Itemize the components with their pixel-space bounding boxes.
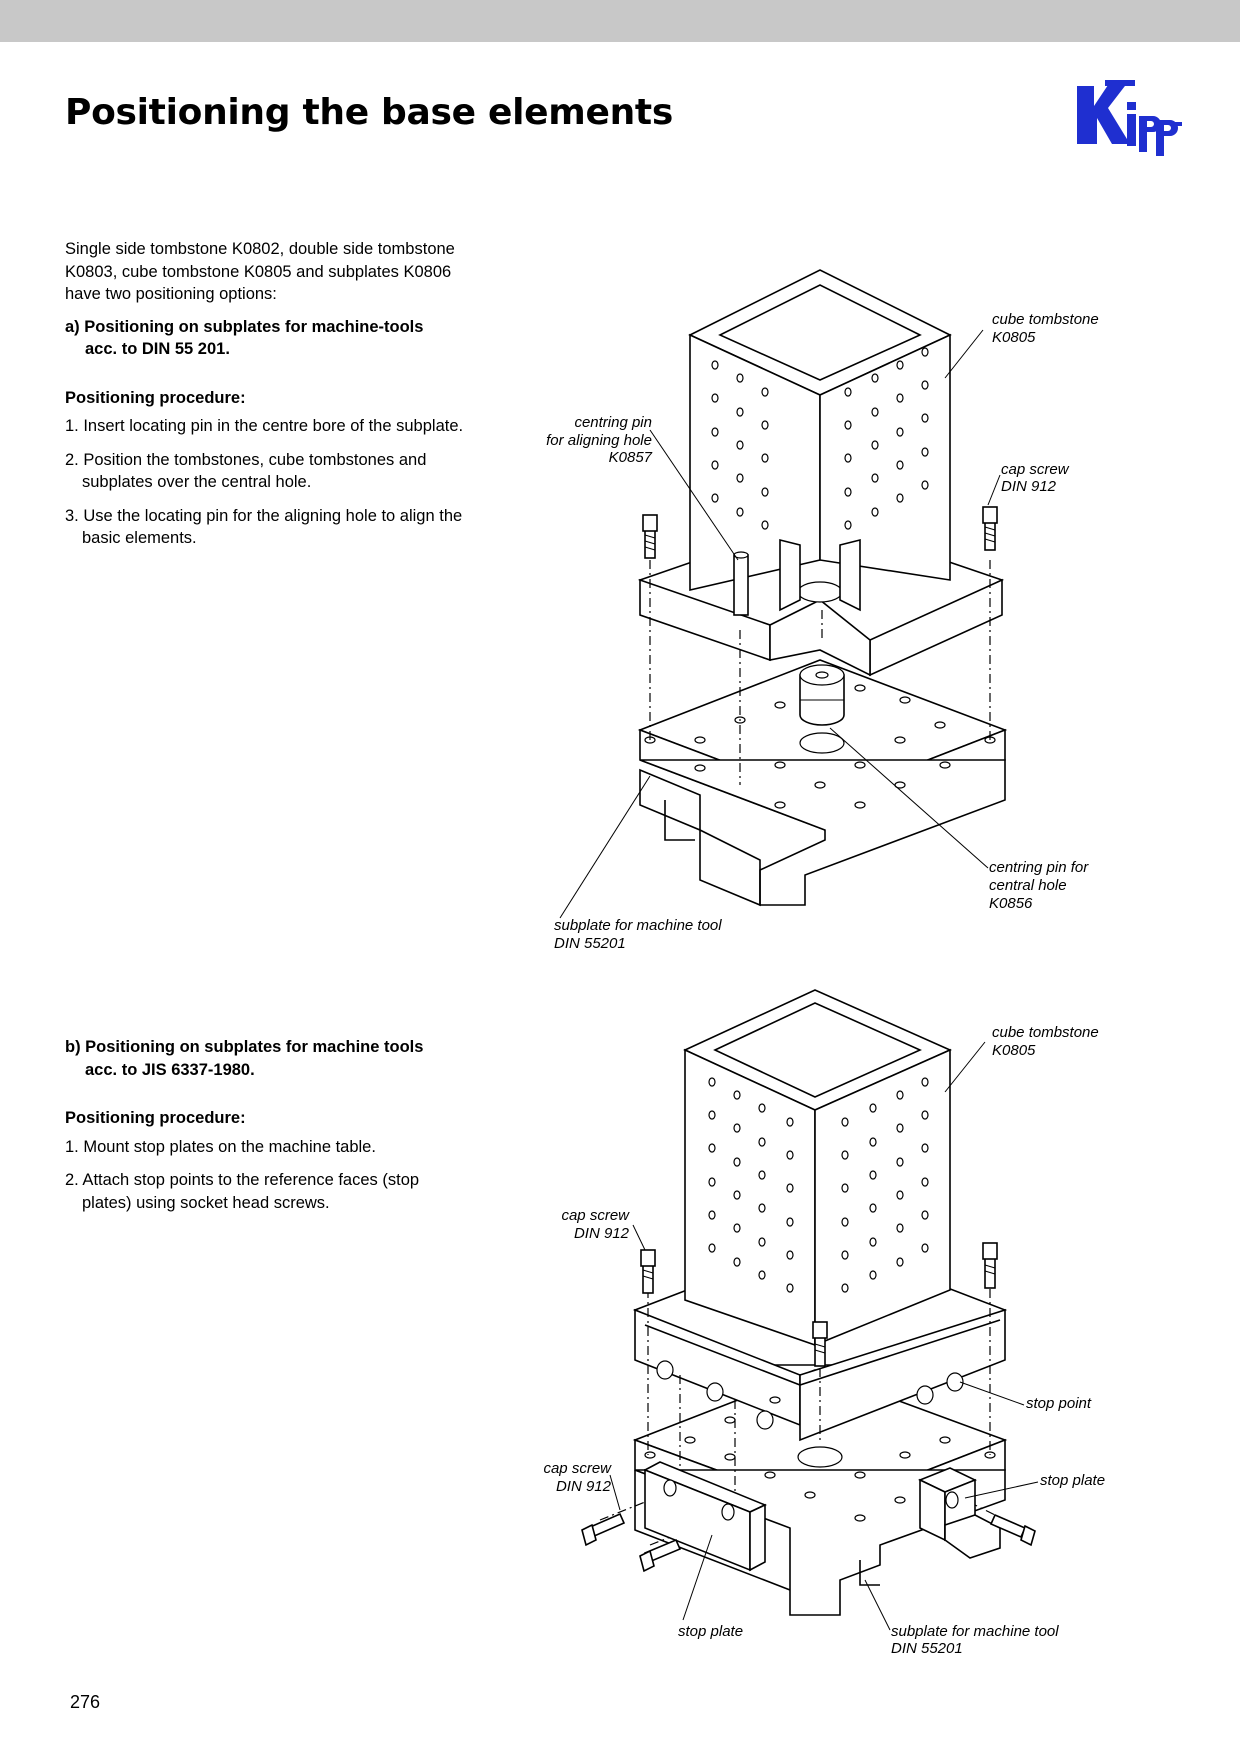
label-subplate-b-1: subplate for machine tool xyxy=(891,1623,1059,1640)
section-a-heading: a) Positioning on subplates for machine-… xyxy=(65,316,465,361)
cube-b-left-face-holes xyxy=(708,1077,794,1293)
label-screw-a-1: cap screw xyxy=(1001,461,1070,478)
label-pin-a-2: for aligning hole xyxy=(546,432,652,449)
figure-b-cap-screw-center xyxy=(812,1321,828,1367)
label-cube-b-1: cube tombstone xyxy=(992,1024,1099,1041)
label-screw-b-1: cap screw xyxy=(561,1207,630,1224)
section-a-procedure-title: Positioning procedure: xyxy=(65,388,246,407)
label-cube-a-1: cube tombstone xyxy=(992,311,1099,328)
label-cube-b-2: K0805 xyxy=(992,1042,1036,1059)
label-central-a-1: centring pin for xyxy=(989,859,1089,876)
section-a-step-1: 1. Insert locating pin in the centre bor… xyxy=(65,417,464,435)
section-a-step-2: 2. Position the tombstones, cube tombsto… xyxy=(65,450,427,492)
section-b-heading-line-2: acc. to JIS 6337-1980. xyxy=(85,1060,255,1079)
label-stop-point: stop point xyxy=(1026,1395,1092,1412)
stop-plate-left xyxy=(643,1461,767,1572)
page-number: 276 xyxy=(70,1692,101,1712)
section-b-heading-line-1: b) Positioning on subplates for machine … xyxy=(65,1038,424,1056)
label-screw-b-3: cap screw xyxy=(543,1460,612,1477)
figure-a-cap-screw-right xyxy=(982,506,998,551)
label-central-a-3: K0856 xyxy=(989,895,1033,912)
figure-b-cap-screw-top-right xyxy=(982,1242,998,1289)
label-subplate-b-2: DIN 55201 xyxy=(891,1640,963,1657)
label-subplate-a-1: subplate for machine tool xyxy=(554,917,722,934)
section-b-steps: 1. Mount stop plates on the machine tabl… xyxy=(65,1136,465,1215)
text-column-b: b) Positioning on subplates for machine … xyxy=(65,1036,465,1225)
label-stop-plate-right: stop plate xyxy=(1040,1472,1105,1489)
intro-line-2: K0803, cube tombstone K0805 and subplate… xyxy=(65,262,452,281)
label-stop-plate-bottom: stop plate xyxy=(678,1623,743,1640)
section-b-step-2: 2. Attach stop points to the reference f… xyxy=(65,1171,420,1212)
intro-line-3: have two positioning options: xyxy=(65,285,277,303)
label-screw-a-2: DIN 912 xyxy=(1001,478,1057,495)
label-screw-b-4: DIN 912 xyxy=(556,1478,612,1495)
label-subplate-a-2: DIN 55201 xyxy=(554,935,626,952)
label-screw-b-2: DIN 912 xyxy=(574,1225,630,1242)
figure-b-cap-screw-right xyxy=(989,1513,1036,1547)
text-column-a: Single side tombstone K0802, double side… xyxy=(65,238,465,561)
cube-right-face-holes xyxy=(844,347,929,530)
figure-b-drawing xyxy=(581,989,1039,1631)
figure-b-cap-screw-top-left xyxy=(640,1249,656,1294)
top-header-bar xyxy=(0,0,1240,42)
stop-points xyxy=(656,1360,964,1430)
label-cube-a-2: K0805 xyxy=(992,329,1036,346)
kipp-logo xyxy=(1077,80,1182,156)
section-a-heading-line-2: acc. to DIN 55 201. xyxy=(85,340,230,358)
figure-a-drawing xyxy=(559,269,1008,919)
section-a-steps: 1. Insert locating pin in the centre bor… xyxy=(65,415,465,550)
intro-line-1: Single side tombstone K0802, double side… xyxy=(65,240,455,258)
cube-b-right-face-holes xyxy=(841,1077,929,1293)
section-a-heading-line-1: a) Positioning on subplates for machine-… xyxy=(65,317,424,336)
label-pin-a-3: K0857 xyxy=(609,449,653,466)
section-b-heading: b) Positioning on subplates for machine … xyxy=(65,1036,465,1081)
section-b-step-1: 1. Mount stop plates on the machine tabl… xyxy=(65,1137,376,1156)
page-title: Positioning the base elements xyxy=(65,92,673,133)
section-a-step-3: 3. Use the locating pin for the aligning… xyxy=(65,506,463,548)
label-pin-a-1: centring pin xyxy=(574,414,652,431)
cube-left-face-holes xyxy=(711,360,769,530)
figure-a-cap-screw-left xyxy=(642,514,658,559)
stop-plate-right xyxy=(918,1467,1001,1559)
figure-b-cap-screw-lower-left xyxy=(581,1512,682,1573)
label-central-a-2: central hole xyxy=(989,877,1067,894)
section-b-procedure-title: Positioning procedure: xyxy=(65,1109,246,1127)
